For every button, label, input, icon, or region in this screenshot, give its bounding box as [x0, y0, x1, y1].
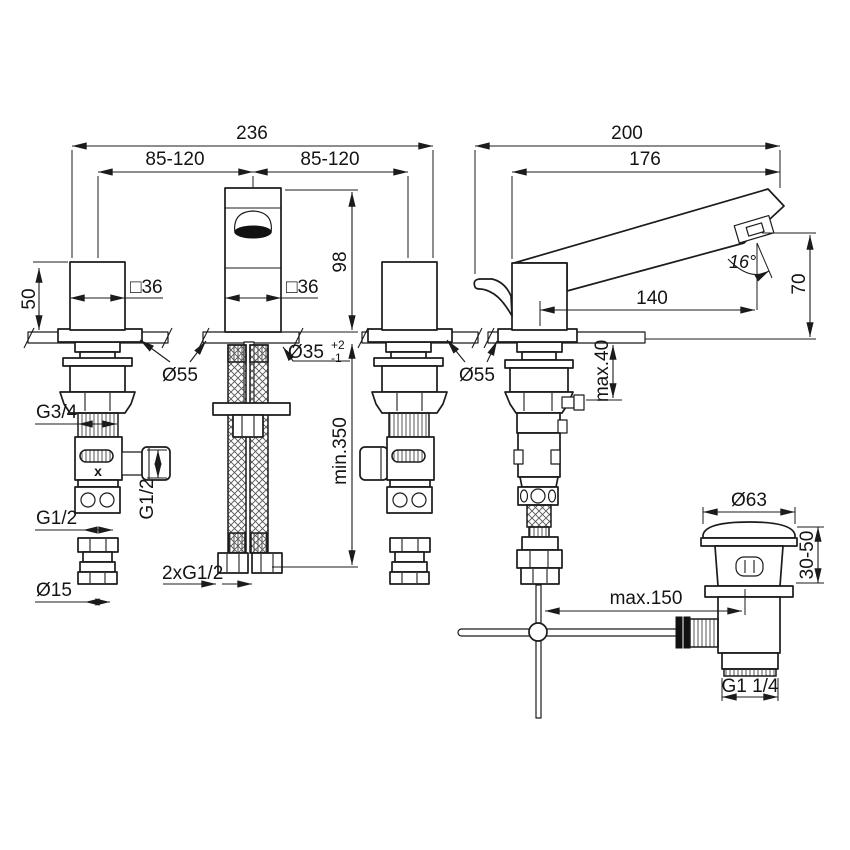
flange-left — [57, 328, 143, 343]
dim-o55-left: Ø55 — [139, 339, 207, 386]
dim-g12-adapter-label: G1/2 — [36, 508, 77, 529]
dim-g12-outlet: G1/2 — [137, 449, 167, 520]
dim-o55-right-label: Ø55 — [459, 365, 495, 386]
waste-tailpiece — [721, 652, 779, 670]
dim-o35: Ø35 +2 -1 — [282, 338, 350, 365]
mounting-bracket — [212, 402, 291, 416]
dim-max150-label: max.150 — [610, 588, 683, 609]
mixer-flange — [497, 328, 578, 343]
dim-max40: max.40 — [580, 340, 622, 402]
dim-max40-label: max.40 — [592, 340, 613, 402]
spout-unit — [212, 187, 291, 574]
mixer-understructure — [504, 341, 585, 585]
dim-max150: max.150 — [544, 588, 746, 615]
rod-seal — [675, 616, 683, 649]
handle-body-right — [381, 261, 438, 331]
compression-adapter-left — [77, 537, 119, 585]
dim-g34: G3/4 — [35, 402, 118, 428]
valve-understructure-right — [359, 341, 448, 514]
popup-rod-linkage — [457, 584, 683, 719]
dim-g114: G1 1/4 — [721, 676, 779, 701]
hose-end-nuts — [217, 552, 283, 574]
popup-waste — [675, 521, 798, 677]
dim-98: 98 — [285, 189, 358, 333]
rod-joint — [528, 622, 548, 642]
dim-85-120-right-label: 85-120 — [300, 149, 359, 170]
dim-o35-tol-plus: +2 — [331, 338, 345, 352]
dim-sq36-left: □36 — [69, 277, 163, 302]
dim-30-50: 30-50 — [796, 526, 824, 584]
spout-body — [224, 187, 282, 333]
dim-30-50-label: 30-50 — [797, 531, 818, 580]
popup-rod-horizontal — [457, 628, 683, 637]
dim-o55-left-label: Ø55 — [162, 365, 198, 386]
mixer-side-view — [473, 188, 785, 585]
popup-rod-vertical — [535, 584, 542, 719]
dim-o63: Ø63 — [702, 490, 796, 524]
dim-o35-label: Ø35 — [288, 342, 324, 363]
valve-x-mark: x — [94, 463, 102, 479]
handle-valve-left: x — [57, 261, 171, 585]
dim-70-label: 70 — [789, 273, 810, 294]
dim-2xg12-label: 2xG1/2 — [162, 563, 223, 584]
hose-port — [561, 396, 575, 409]
dim-85-120-right: 85-120 — [252, 149, 409, 258]
dim-16deg-label: 16° — [729, 252, 756, 272]
dimension-annotations: 236 85-120 85-120 200 176 — [19, 123, 824, 701]
dim-70: 70 — [762, 232, 816, 338]
dim-140-label: 140 — [636, 288, 668, 309]
mounting-nut — [232, 414, 264, 438]
compression-adapter-right — [389, 537, 431, 585]
dim-sq36-mid-label: □36 — [286, 277, 319, 298]
dim-200-label: 200 — [611, 123, 643, 144]
dim-sq36-left-label: □36 — [130, 277, 163, 298]
dim-o15: Ø15 — [35, 580, 111, 606]
handle-body-left — [69, 261, 126, 331]
dim-min350: min.350 — [272, 343, 358, 568]
dim-2xg12: 2xG1/2 — [162, 563, 253, 588]
dim-o63-label: Ø63 — [731, 490, 767, 511]
aerator — [733, 214, 775, 244]
flange-right — [367, 328, 453, 343]
waste-plug — [702, 521, 796, 539]
dim-236-label: 236 — [236, 123, 268, 144]
dim-o15-label: Ø15 — [36, 580, 72, 601]
dim-50-label: 50 — [19, 288, 40, 309]
dim-sq36-mid: □36 — [224, 277, 319, 302]
spout-mouth — [234, 210, 272, 239]
dim-o35-tol-minus: -1 — [331, 351, 342, 365]
dim-176: 176 — [511, 149, 781, 259]
dim-236: 236 — [71, 123, 434, 258]
dim-g12-adapter: G1/2 — [35, 508, 114, 534]
dim-o55-right: Ø55 — [446, 339, 498, 386]
dim-16deg: 16° — [727, 242, 773, 310]
dim-98-label: 98 — [330, 251, 351, 272]
dim-g114-label: G1 1/4 — [721, 676, 778, 697]
dim-85-120-left-label: 85-120 — [145, 149, 204, 170]
dim-min350-label: min.350 — [330, 417, 351, 485]
dim-85-120-left: 85-120 — [97, 149, 254, 258]
dim-176-label: 176 — [629, 149, 661, 170]
dim-50: 50 — [19, 261, 68, 331]
dim-g12-outlet-label: G1/2 — [137, 478, 158, 519]
dim-140: 140 — [539, 288, 756, 326]
dim-g34-label: G3/4 — [36, 402, 78, 423]
handle-valve-right — [359, 261, 453, 585]
valve-understructure-left: x — [59, 341, 171, 514]
mixer-lever — [473, 278, 513, 317]
